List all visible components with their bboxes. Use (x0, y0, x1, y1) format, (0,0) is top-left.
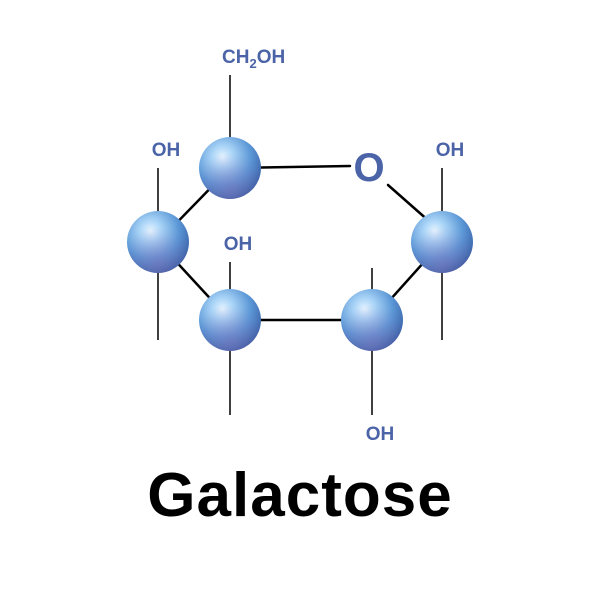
ch2oh-label: CH2OH (222, 47, 285, 71)
substituent-lines (157, 75, 443, 415)
ch2oh-tail: OH (257, 47, 286, 68)
bond-o-c1 (386, 183, 432, 224)
atom-c4 (127, 211, 189, 273)
carbon-atoms (127, 137, 473, 351)
ring-bonds (156, 164, 444, 322)
oh-c1-label: OH (436, 140, 465, 161)
atom-c1 (411, 211, 473, 273)
atom-c3 (199, 289, 261, 351)
atom-c2 (341, 289, 403, 351)
ch2oh-main: CH (222, 47, 249, 68)
diagram-title: Galactose (147, 461, 453, 530)
oh-c2-label: OH (366, 424, 395, 445)
ch2oh-subscript: 2 (249, 56, 256, 71)
oh-c4-label: OH (152, 140, 181, 161)
oh-c3-label: OH (224, 234, 253, 255)
ring-oxygen-label: O (353, 146, 384, 190)
atom-c5 (199, 137, 261, 199)
